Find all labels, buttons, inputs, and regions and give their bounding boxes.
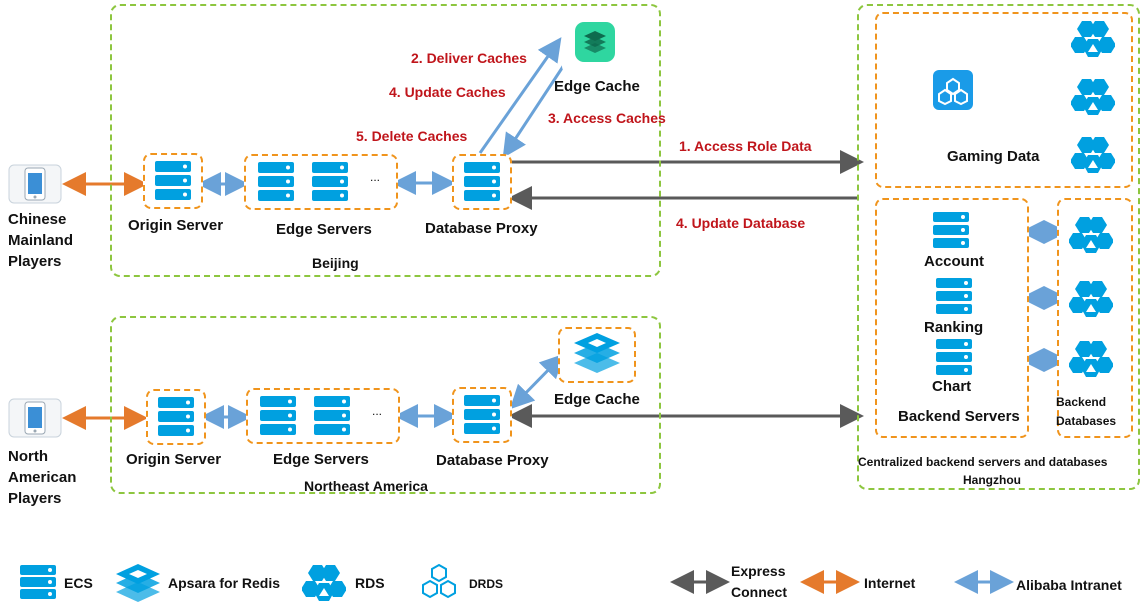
ecs-icon [258,162,294,201]
northeast-edge-ellipsis: ... [372,404,383,418]
backend-databases-label-line2: Databases [1056,414,1117,428]
na-players-line3: Players [8,490,62,507]
rds-icon [1071,137,1115,173]
gaming-data-label: Gaming Data [947,148,1040,165]
north-american-player-device-icon [8,398,62,438]
beijing-database-proxy-label: Database Proxy [425,220,538,237]
chinese-players-line2: Mainland [8,232,74,249]
step-delete-caches: 5. Delete Caches [356,128,468,144]
legend-internet-label: Internet [864,575,916,591]
beijing-edge-servers[interactable]: ... [244,154,398,210]
redis-icon [575,22,615,62]
legend-express-label-line2: Connect [731,584,787,600]
intranet-proxy-cache-northeast [509,353,565,410]
chinese-player-device-icon [8,164,62,204]
northeast-edge-servers[interactable]: ... [246,388,400,444]
ecs-icon [312,162,348,201]
legend-redis-icon [116,564,160,602]
northeast-database-proxy-label: Database Proxy [436,452,549,469]
hangzhou-caption: Centralized backend servers and database… [858,455,1108,469]
rds-icon [1069,281,1113,317]
beijing-origin-server[interactable] [143,153,203,209]
ecs-icon [260,396,296,435]
rds-icon [1069,217,1113,253]
ecs-icon [933,212,969,248]
legend-redis-label: Apsara for Redis [168,575,281,591]
northeast-origin-server[interactable] [146,389,206,445]
ranking-label: Ranking [924,319,984,336]
hangzhou-city-label: Hangzhou [963,473,1021,487]
beijing-edge-cache[interactable] [562,14,628,74]
link-access-role-data-label: 1. Access Role Data [679,138,812,154]
chart-label: Chart [932,378,972,395]
ecs-icon [464,395,500,434]
backend-servers-group[interactable] [875,198,1029,438]
backend-databases-label-line1: Backend [1056,395,1107,409]
chinese-players-line3: Players [8,253,62,270]
beijing-database-proxy[interactable] [452,154,512,210]
backend-databases-group[interactable] [1057,198,1133,438]
northeast-edge-cache[interactable] [558,327,636,383]
intranet-proxy-cache-beijing-a [478,37,562,154]
step-deliver-caches: 2. Deliver Caches [411,50,527,66]
beijing-region [110,4,661,277]
rds-icon [1071,79,1115,115]
legend-intranet-label: Alibaba Intranet [1016,577,1122,593]
northeast-edge-cache-label: Edge Cache [554,391,640,408]
beijing-edge-servers-label: Edge Servers [276,221,372,238]
ecs-icon [158,397,194,436]
ecs-icon [936,278,972,314]
chinese-players-line1: Chinese [8,211,67,228]
drds-hub-icon [933,70,973,110]
rds-icon [1071,21,1115,57]
account-label: Account [924,253,984,270]
step-access-caches: 3. Access Caches [548,110,666,126]
ecs-icon [464,162,500,201]
redis-icon [574,333,620,373]
legend-drds-label: DRDS [469,577,504,591]
beijing-origin-server-label: Origin Server [128,217,224,234]
beijing-region-label: Beijing [312,255,359,271]
northeast-region-label: Northeast America [304,478,428,494]
rds-icon [1069,341,1113,377]
legend-express-label-line1: Express [731,563,786,579]
legend-ecs-label: ECS [64,575,93,591]
beijing-edge-cache-label: Edge Cache [554,78,640,95]
northeast-database-proxy[interactable] [452,387,512,443]
gaming-data-group[interactable] [875,12,1133,188]
northeast-edge-servers-label: Edge Servers [273,451,369,468]
ecs-icon [155,161,191,200]
step-update-caches: 4. Update Caches [389,84,506,100]
ecs-icon [314,396,350,435]
intranet-proxy-cache-beijing-b [502,61,568,159]
na-players-line2: American [8,469,77,486]
link-update-database-label: 4. Update Database [676,215,806,231]
northeast-region [110,316,661,494]
legend-rds-label: RDS [355,575,385,591]
beijing-edge-ellipsis: ... [370,170,381,184]
legend-drds-icon [422,563,456,599]
backend-servers-label: Backend Servers [898,408,1020,425]
na-players-line1: North [8,448,48,465]
legend-rds-icon [302,565,346,601]
ecs-icon [936,339,972,375]
legend-ecs-icon [20,565,56,599]
hangzhou-region [857,4,1140,490]
northeast-origin-server-label: Origin Server [126,451,222,468]
